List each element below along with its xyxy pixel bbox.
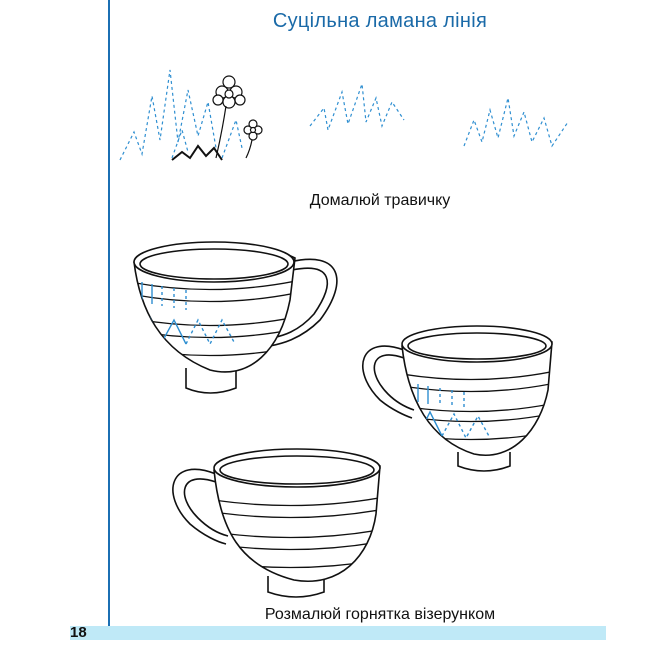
flower-icon xyxy=(243,119,263,159)
footer-bar xyxy=(70,626,606,640)
flower-icon xyxy=(212,75,246,159)
teacup xyxy=(362,325,553,472)
margin-line xyxy=(108,0,110,628)
grass-exercise xyxy=(119,69,569,161)
grass-caption: Домалюй травичку xyxy=(309,192,451,209)
page-title: Суцільна ламана лінія xyxy=(272,10,488,32)
teacup xyxy=(133,241,338,394)
cups-caption: Розмалюй горнятка візерунком xyxy=(264,606,496,623)
teacup xyxy=(172,448,381,598)
grass-tuft-1 xyxy=(119,69,243,161)
page-number: 18 xyxy=(70,624,87,641)
grass-tuft-2 xyxy=(309,83,405,133)
